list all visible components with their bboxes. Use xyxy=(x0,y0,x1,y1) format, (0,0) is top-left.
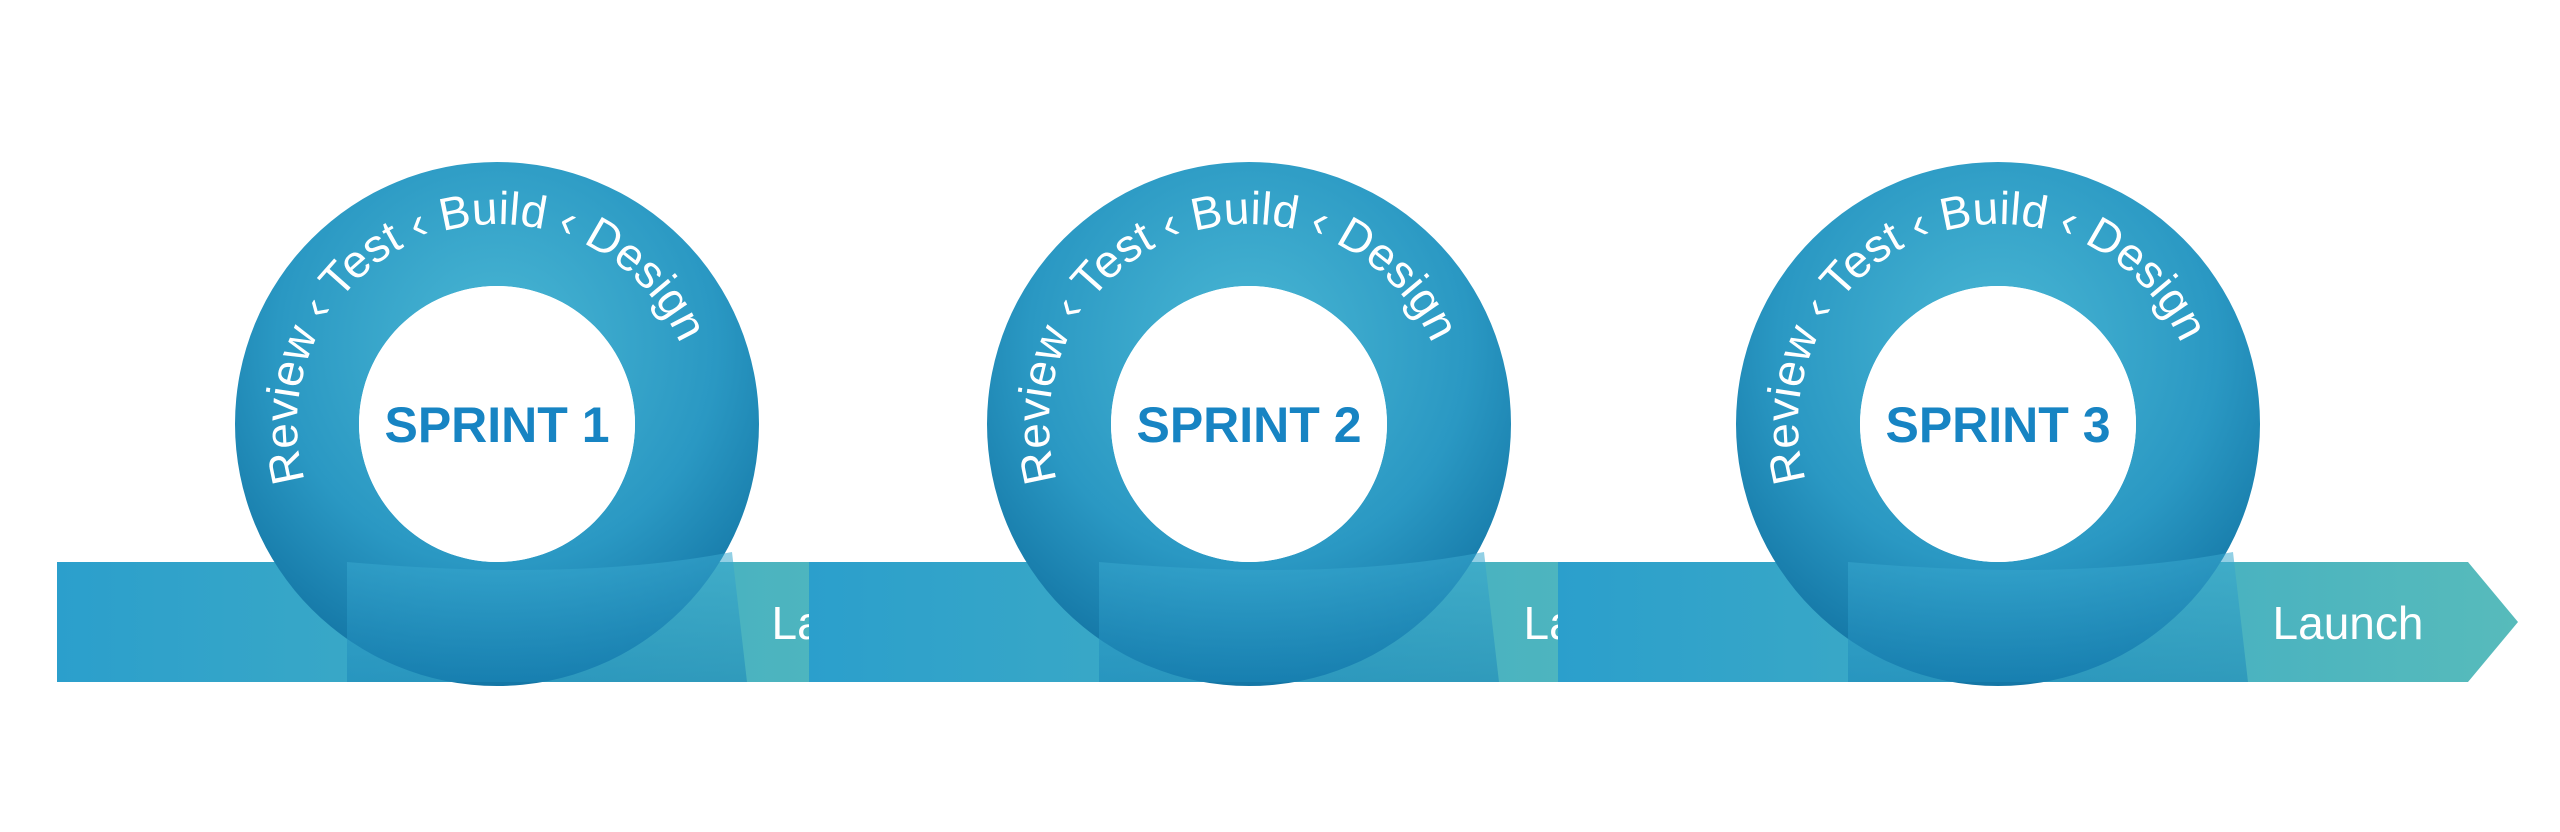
loop-base xyxy=(1099,552,1499,682)
sprint-center xyxy=(1111,286,1387,562)
sprint-title: SPRINT 3 xyxy=(1885,397,2110,453)
loop-base xyxy=(1848,552,2248,682)
sprint-ring xyxy=(987,162,1511,686)
launch-label: Launch xyxy=(2273,597,2424,649)
sprint-ring xyxy=(1736,162,2260,686)
sprint-ring xyxy=(235,162,759,686)
loop-base xyxy=(347,552,747,682)
sprint-title: SPRINT 1 xyxy=(384,397,609,453)
sprint-title: SPRINT 2 xyxy=(1136,397,1361,453)
sprint-center xyxy=(1860,286,2136,562)
sprint-center xyxy=(359,286,635,562)
